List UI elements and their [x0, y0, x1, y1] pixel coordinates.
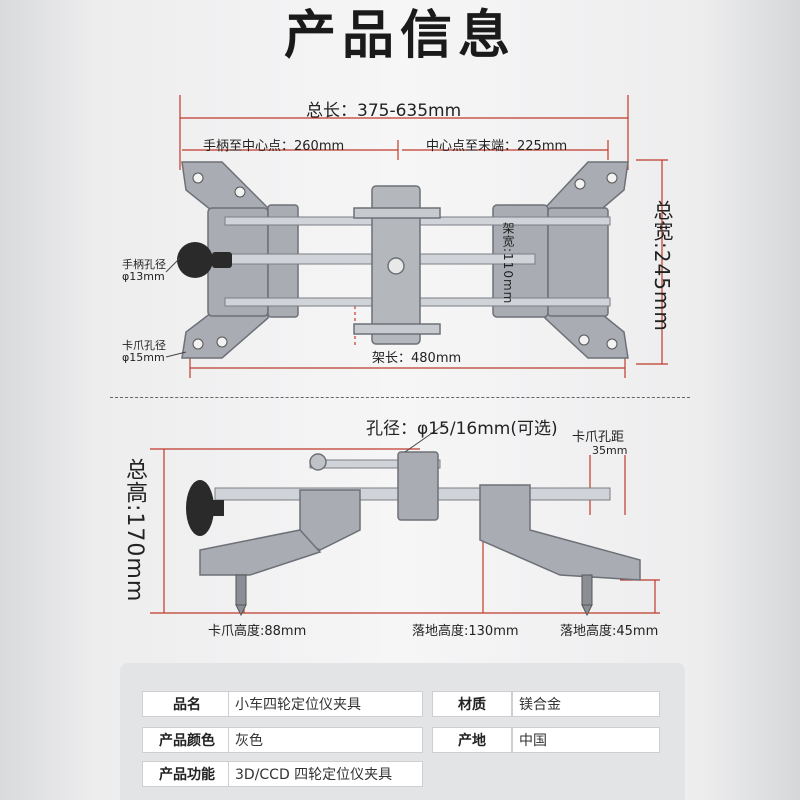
spec-key-material: 材质 — [432, 691, 512, 717]
spec-value-origin: 中国 — [512, 727, 660, 753]
hole-diameter-label: 孔径：φ15/16mm(可选) — [366, 419, 558, 439]
frame-length-label: 架长：480mm — [372, 351, 462, 366]
spec-value-color: 灰色 — [228, 727, 423, 753]
spec-key-function: 产品功能 — [142, 761, 232, 787]
frame-width-label: 架宽:110mm — [501, 222, 515, 305]
side-view-drawing — [150, 423, 660, 617]
handle-to-center-label: 手柄至中心点：260mm — [203, 139, 345, 154]
claw-height-label: 卡爪高度:88mm — [208, 624, 307, 639]
handle-hole-value: φ13mm — [122, 270, 165, 283]
spec-key-name: 品名 — [142, 691, 232, 717]
top-view-drawing — [165, 95, 668, 378]
claw-spacing-label: 卡爪孔距 — [572, 430, 625, 445]
ground-height-130-label: 落地高度:130mm — [412, 624, 519, 639]
total-width-label: 总宽:245mm — [650, 200, 674, 332]
total-height-label: 总高:170mm — [122, 458, 147, 603]
spec-key-color: 产品颜色 — [142, 727, 232, 753]
spec-value-function: 3D/CCD 四轮定位仪夹具 — [228, 761, 423, 787]
page-title: 产品信息 — [283, 6, 516, 66]
center-to-end-label: 中心点至末端：225mm — [426, 139, 568, 154]
ground-height-45-label: 落地高度:45mm — [560, 624, 659, 639]
section-divider — [110, 397, 690, 398]
claw-hole-label: 卡爪孔径 — [122, 339, 166, 352]
spec-value-material: 镁合金 — [512, 691, 660, 717]
spec-key-origin: 产地 — [432, 727, 512, 753]
claw-spacing-value: 35mm — [592, 444, 628, 457]
spec-value-name: 小车四轮定位仪夹具 — [228, 691, 423, 717]
handle-hole-label: 手柄孔径 — [122, 258, 166, 271]
claw-hole-value: φ15mm — [122, 351, 165, 364]
total-length-label: 总长：375-635mm — [306, 101, 462, 121]
